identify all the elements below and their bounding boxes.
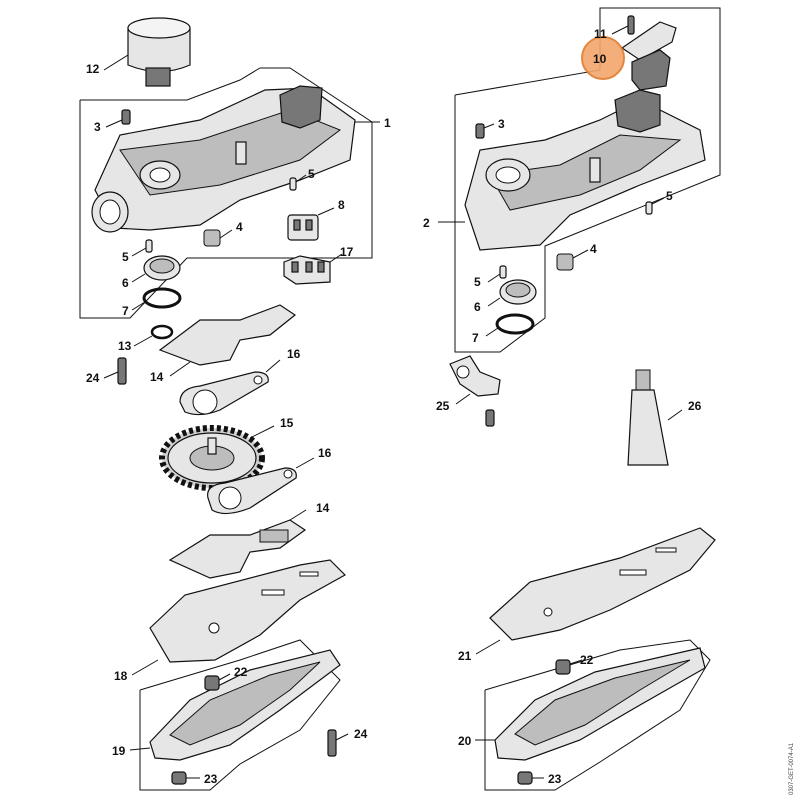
part-10-cover[interactable] [581,21,677,91]
part-3-pin-left[interactable] [105,109,131,128]
label-5-left-upper: 5 [308,167,315,181]
part-5-pin-right-lower[interactable] [487,265,507,283]
part-5-pin-left-lower[interactable] [131,239,153,257]
label-23-left: 23 [204,772,218,786]
part-8-contact-block[interactable] [287,207,335,241]
label-7-left: 7 [122,304,129,318]
label-3-left: 3 [94,120,101,134]
part-22-sleeve-right[interactable] [555,659,583,675]
part-7-circlip-left[interactable] [131,287,182,311]
label-14-upper: 14 [150,370,164,384]
assembly-20-outline [484,639,711,791]
part-7-circlip-right[interactable] [485,313,535,337]
part-25-holder[interactable] [449,355,501,427]
part-23-plug-left[interactable] [171,771,200,785]
label-25: 25 [436,399,450,413]
label-6-left: 6 [122,276,129,290]
label-8: 8 [338,198,345,212]
drawing-reference-code: 0307-GET-0074-A1 [789,742,795,795]
label-13: 13 [118,339,132,353]
assembly-19-outline [139,639,341,791]
label-20: 20 [458,734,472,748]
label-22-right: 22 [580,653,594,667]
label-22-left: 22 [234,665,248,679]
part-6-ball-bearing-left[interactable] [131,255,181,283]
part-5-pin-right-upper[interactable] [645,197,665,215]
label-4-left: 4 [236,220,243,234]
part-2-gear-housing[interactable] [438,89,706,251]
part-19-housing-cover[interactable] [129,649,341,761]
label-3-right: 3 [498,117,505,131]
part-1-gear-housing[interactable] [91,85,380,233]
part-17-connector[interactable] [283,253,343,285]
label-23-right: 23 [548,772,562,786]
label-16-upper: 16 [287,347,301,361]
part-18-cutter-plate[interactable] [131,559,346,676]
part-14-guide-plate-upper[interactable] [158,304,297,377]
part-26-grease-tube[interactable] [627,369,683,466]
part-11-screw[interactable] [611,15,635,35]
part-16-connecting-rod-lower[interactable] [207,457,315,515]
label-26: 26 [688,399,702,413]
part-20-housing-cover[interactable] [475,647,706,761]
part-24-screw-left-lower[interactable] [327,729,349,757]
part-12-pinion-drum[interactable] [103,17,191,87]
label-5-right-upper: 5 [666,189,673,203]
label-16-lower: 16 [318,446,332,460]
part-14-guide-plate-lower[interactable] [168,509,307,579]
part-23-plug-right[interactable] [517,771,544,785]
label-6-right: 6 [474,300,481,314]
part-22-sleeve-left[interactable] [204,673,231,691]
label-18: 18 [114,669,128,683]
label-5-left-lower: 5 [122,250,129,264]
label-7-right: 7 [472,331,479,345]
part-21-cutter-plate[interactable] [475,527,716,655]
part-13-washer[interactable] [133,324,174,347]
part-5-pin-left-upper[interactable] [289,174,307,191]
part-24-screw-left-upper[interactable] [103,357,127,385]
label-19: 19 [112,744,126,758]
part-number-labels: 12 1 3 5 4 8 5 17 6 7 13 24 14 16 15 16 … [86,27,702,786]
label-12: 12 [86,62,100,76]
part-4-needle-bearing-left[interactable] [203,229,233,247]
label-24-left-lower: 24 [354,727,368,741]
label-15: 15 [280,416,294,430]
label-10: 10 [593,52,607,66]
label-17: 17 [340,245,354,259]
label-14-lower: 14 [316,501,330,515]
label-4-right: 4 [590,242,597,256]
label-1: 1 [384,116,391,130]
part-16-connecting-rod-upper[interactable] [179,359,281,416]
part-6-ball-bearing-right[interactable] [487,279,537,307]
label-24-left-upper: 24 [86,371,100,385]
label-11: 11 [594,27,607,41]
part-4-needle-bearing-right[interactable] [556,249,589,271]
label-5-right-lower: 5 [474,275,481,289]
highlight-marker [581,36,625,80]
label-21: 21 [458,649,472,663]
label-2: 2 [423,216,430,230]
part-3-pin-right[interactable] [475,123,495,139]
